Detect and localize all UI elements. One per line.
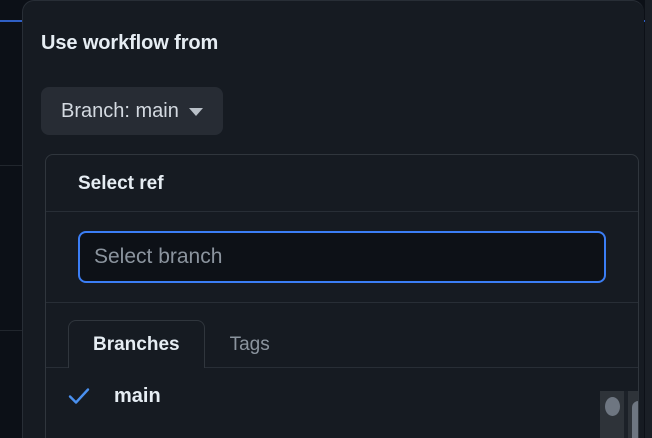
branch-selector-label: Branch: main	[61, 100, 179, 122]
select-ref-search-row	[46, 212, 638, 303]
use-workflow-dialog: Use workflow from Branch: main Select re…	[22, 0, 644, 438]
list-scrollbar-track-1[interactable]	[600, 391, 624, 438]
ref-tabs: Branches Tags	[46, 320, 638, 369]
window-scrollbar[interactable]	[645, 0, 652, 438]
list-scrollbar-track-2[interactable]	[628, 391, 638, 438]
list-item-label: main	[114, 385, 161, 407]
background-accent-rule-left	[0, 20, 22, 22]
chevron-down-icon	[188, 108, 203, 116]
select-ref-title: Select ref	[78, 172, 164, 194]
search-input[interactable]	[78, 231, 606, 283]
branch-selector-button[interactable]: Branch: main	[41, 87, 223, 135]
background-divider-left-2	[0, 330, 22, 331]
ref-tabs-underline	[46, 367, 638, 368]
tab-branches[interactable]: Branches	[68, 320, 205, 369]
select-ref-panel: Select ref Branches Tags main	[45, 154, 639, 438]
background-accent-rule-right	[636, 20, 652, 22]
list-scrollbar-gap	[624, 391, 628, 438]
list-scrollbar-thumb-2[interactable]	[632, 401, 638, 438]
page-title: Use workflow from	[41, 32, 219, 54]
list-item[interactable]: main	[46, 374, 638, 418]
list-scrollbar-thumb-1[interactable]	[605, 397, 620, 416]
background-divider-left-1	[0, 165, 22, 166]
select-ref-header: Select ref	[46, 155, 638, 212]
check-icon	[68, 387, 102, 405]
tab-tags[interactable]: Tags	[205, 320, 295, 368]
branch-list: main	[46, 368, 638, 418]
